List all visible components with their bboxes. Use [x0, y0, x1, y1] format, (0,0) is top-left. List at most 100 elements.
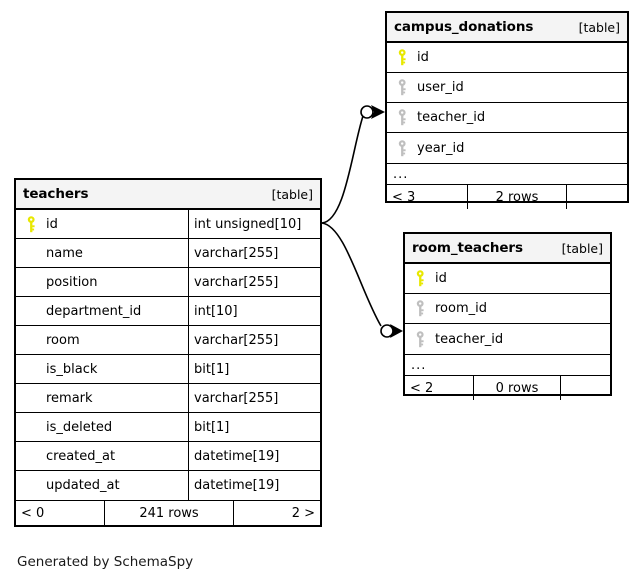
column-name-label: created_at [46, 448, 116, 464]
column-type-label: int unsigned[10] [188, 210, 320, 238]
primary-key-icon [22, 215, 40, 233]
foreign-key-icon [393, 139, 411, 157]
table-row[interactable]: remark varchar[255] [16, 384, 320, 413]
table-kind-campus_donations: [table] [578, 19, 620, 35]
column-cell-room: room [16, 326, 188, 354]
column-type-label: datetime[19] [188, 442, 320, 470]
column-cell-name: name [16, 239, 188, 267]
footer-next-page-campus_donations[interactable] [567, 185, 627, 209]
column-cell-department_id: department_id [16, 297, 188, 325]
table-row[interactable]: room varchar[255] [16, 326, 320, 355]
table-row[interactable]: id [387, 43, 627, 73]
column-cell-updated_at: updated_at [16, 471, 188, 500]
table-row[interactable]: position varchar[255] [16, 268, 320, 297]
column-name-label: id [417, 50, 429, 65]
column-name-label: is_black [46, 361, 98, 377]
more-columns-ellipsis: ... [387, 163, 627, 185]
footer-next-page-teachers[interactable]: 2 > [291, 505, 315, 521]
more-columns-ellipsis: ... [405, 354, 610, 376]
column-cell-id: id [16, 210, 188, 238]
table-node-room_teachers[interactable]: room_teachers [table] id [403, 232, 612, 400]
table-footer-teachers: < 0 241 rows 2 > [16, 500, 320, 525]
table-kind-room_teachers: [table] [561, 240, 603, 256]
column-cell-teacher_id: teacher_id [387, 103, 627, 132]
relationship-edge-teachers-room_teachers [321, 222, 382, 327]
column-cell-year_id: year_id [387, 133, 627, 163]
table-row[interactable]: room_id [405, 294, 610, 324]
table-row[interactable]: teacher_id [387, 103, 627, 133]
relationship-arrowhead-campus_donations [371, 105, 385, 119]
footer-next-page-room_teachers[interactable] [561, 376, 610, 400]
column-name-label: teacher_id [435, 331, 504, 347]
footer-row-count-campus_donations: 2 rows [467, 185, 567, 209]
column-cell-room_id: room_id [405, 294, 610, 323]
column-name-label: room_id [435, 301, 487, 316]
table-row[interactable]: department_id int[10] [16, 297, 320, 326]
table-row[interactable]: created_at datetime[19] [16, 442, 320, 471]
column-cell-position: position [16, 268, 188, 296]
table-title-campus_donations: campus_donations [394, 19, 534, 35]
column-type-label: int[10] [188, 297, 320, 325]
table-node-teachers[interactable]: teachers [table] id int unsigned[10] [14, 178, 322, 527]
table-row[interactable]: user_id [387, 73, 627, 103]
column-cell-remark: remark [16, 384, 188, 412]
table-footer-room_teachers: < 2 0 rows [405, 376, 610, 400]
generator-caption: Generated by SchemaSpy [17, 554, 194, 570]
column-type-label: varchar[255] [188, 239, 320, 267]
column-name-label: user_id [417, 80, 464, 95]
column-name-label: teacher_id [417, 110, 486, 125]
relationship-endpoint-circle-campus_donations [360, 105, 374, 119]
column-name-label: id [46, 216, 58, 232]
column-type-label: varchar[255] [188, 384, 320, 412]
column-name-label: room [46, 332, 80, 348]
table-kind-teachers: [table] [271, 186, 313, 202]
table-header-campus_donations: campus_donations [table] [387, 13, 627, 43]
column-cell-user_id: user_id [387, 73, 627, 102]
column-cell-id: id [405, 264, 610, 293]
footer-prev-page-campus_donations[interactable]: < 3 [392, 189, 416, 205]
column-name-label: updated_at [46, 478, 120, 493]
foreign-key-icon [393, 79, 411, 96]
table-row[interactable]: year_id [387, 133, 627, 163]
table-row[interactable]: id [405, 264, 610, 294]
column-cell-is_black: is_black [16, 355, 188, 383]
relationship-endpoint-circle-room_teachers [380, 324, 394, 338]
column-name-label: remark [46, 390, 93, 406]
column-type-label: bit[1] [188, 413, 320, 441]
table-row[interactable]: is_black bit[1] [16, 355, 320, 384]
column-name-label: is_deleted [46, 419, 113, 435]
column-cell-teacher_id: teacher_id [405, 324, 610, 354]
column-name-label: department_id [46, 303, 142, 319]
table-row[interactable]: is_deleted bit[1] [16, 413, 320, 442]
foreign-key-icon [411, 330, 429, 348]
footer-row-count-teachers: 241 rows [104, 501, 234, 525]
table-header-teachers: teachers [table] [16, 180, 320, 210]
footer-prev-page-teachers[interactable]: < 0 [21, 505, 45, 521]
column-name-label: name [46, 245, 83, 261]
column-cell-is_deleted: is_deleted [16, 413, 188, 441]
table-footer-campus_donations: < 3 2 rows [387, 185, 627, 209]
foreign-key-icon [393, 109, 411, 126]
table-title-teachers: teachers [23, 186, 89, 202]
table-row[interactable]: id int unsigned[10] [16, 210, 320, 239]
table-row[interactable]: name varchar[255] [16, 239, 320, 268]
column-cell-created_at: created_at [16, 442, 188, 470]
table-title-room_teachers: room_teachers [412, 240, 523, 256]
column-type-label: bit[1] [188, 355, 320, 383]
column-type-label: varchar[255] [188, 326, 320, 354]
column-cell-id: id [387, 43, 627, 72]
column-name-label: position [46, 274, 98, 290]
column-type-label: datetime[19] [188, 471, 320, 500]
relationship-arrowhead-room_teachers [390, 324, 403, 338]
column-name-label: id [435, 271, 447, 286]
foreign-key-icon [411, 300, 429, 317]
table-row[interactable]: teacher_id [405, 324, 610, 354]
footer-prev-page-room_teachers[interactable]: < 2 [410, 380, 434, 396]
table-header-room_teachers: room_teachers [table] [405, 234, 610, 264]
primary-key-icon [411, 270, 429, 287]
footer-row-count-room_teachers: 0 rows [473, 376, 561, 400]
table-node-campus_donations[interactable]: campus_donations [table] id [385, 11, 629, 209]
table-row[interactable]: updated_at datetime[19] [16, 471, 320, 500]
primary-key-icon [393, 49, 411, 66]
